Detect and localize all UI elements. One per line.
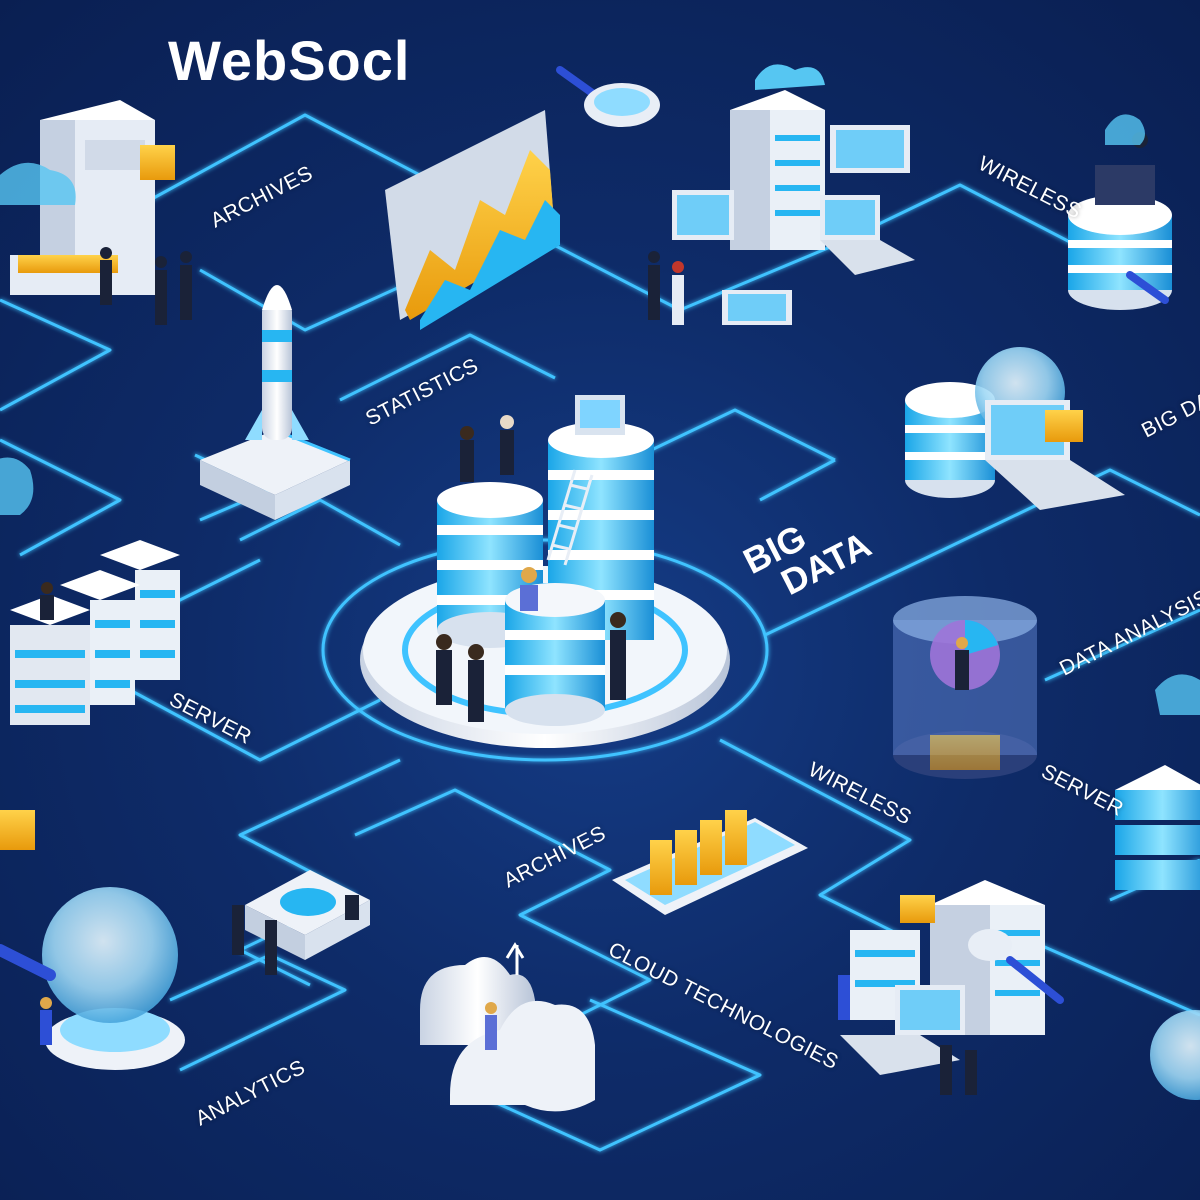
archive-cabinet-top-left	[0, 100, 175, 295]
connector-center-right	[764, 468, 1200, 637]
connector-left-mid	[0, 438, 122, 557]
connector-statistics	[339, 333, 556, 402]
connector-left-loop	[0, 298, 112, 412]
connector-analytics	[169, 953, 347, 1072]
analytics-globe	[0, 810, 185, 1070]
connector-data-analysis	[1044, 608, 1200, 682]
connector-archives-bottom	[354, 788, 652, 1072]
statistics-chart	[385, 110, 560, 330]
connector-cloud	[489, 998, 762, 1152]
wireless-database-top-right	[1068, 114, 1172, 310]
connector-bottom-right	[1039, 943, 1200, 1017]
server-racks-left	[0, 457, 180, 725]
people-top-center	[648, 251, 684, 325]
tablet-folders	[612, 810, 808, 915]
connector-wireless	[719, 738, 912, 942]
brand-logo: WebSocl	[168, 29, 411, 92]
business-people-center	[436, 415, 626, 722]
ladder	[546, 469, 594, 566]
server-stack-right	[1115, 674, 1200, 890]
server-tower-top	[730, 64, 825, 250]
hub-device	[232, 870, 370, 975]
database-stack-front	[505, 583, 605, 726]
rocket	[200, 285, 351, 520]
cloud-technologies-clouds	[420, 942, 595, 1112]
people-archives	[100, 247, 192, 325]
magnifier-icon	[556, 66, 660, 127]
office-servers-bottom-right	[838, 880, 1200, 1100]
data-analysis-cylinder	[893, 596, 1037, 779]
database-stack-right	[548, 395, 654, 640]
connector-big-data-right	[619, 408, 836, 502]
big-data-database-right	[905, 347, 1125, 510]
devices-top	[672, 125, 915, 325]
